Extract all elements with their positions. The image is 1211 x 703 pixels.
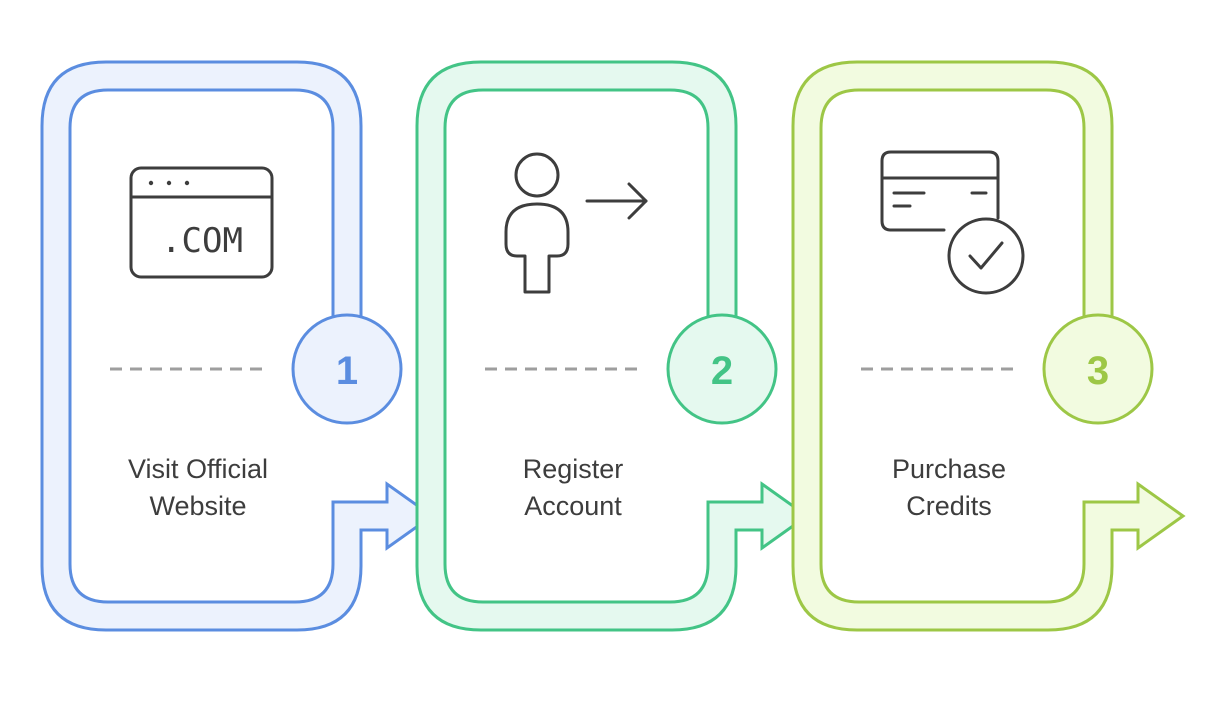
- step-2-label-line2: Account: [524, 491, 622, 521]
- website-com-icon: .COM: [129, 166, 274, 279]
- step-3-label-line1: Purchase: [892, 454, 1006, 484]
- step-3: 3 Purchase Credits: [791, 60, 1186, 632]
- step-3-label-line2: Credits: [906, 491, 992, 521]
- step-1-label-line2: Website: [149, 491, 246, 521]
- step-1-label-line1: Visit Official: [128, 454, 268, 484]
- step-2-frame: [415, 60, 810, 632]
- step-3-number: 3: [1087, 349, 1109, 393]
- step-2-number: 2: [711, 349, 733, 393]
- credit-card-check-icon: [880, 150, 1025, 295]
- step-1-frame: [40, 60, 435, 632]
- step-2-badge: [666, 313, 778, 425]
- step-1: .COM 1 Visit Official Website: [40, 60, 435, 632]
- step-2: 2 Register Account: [415, 60, 810, 632]
- step-1-badge: [291, 313, 403, 425]
- step-2-label-line1: Register: [523, 454, 624, 484]
- step-1-number: 1: [336, 349, 358, 393]
- user-register-icon: [504, 152, 648, 294]
- com-icon-text: .COM: [161, 221, 243, 261]
- step-3-frame: [791, 60, 1186, 632]
- step-3-badge: [1042, 313, 1154, 425]
